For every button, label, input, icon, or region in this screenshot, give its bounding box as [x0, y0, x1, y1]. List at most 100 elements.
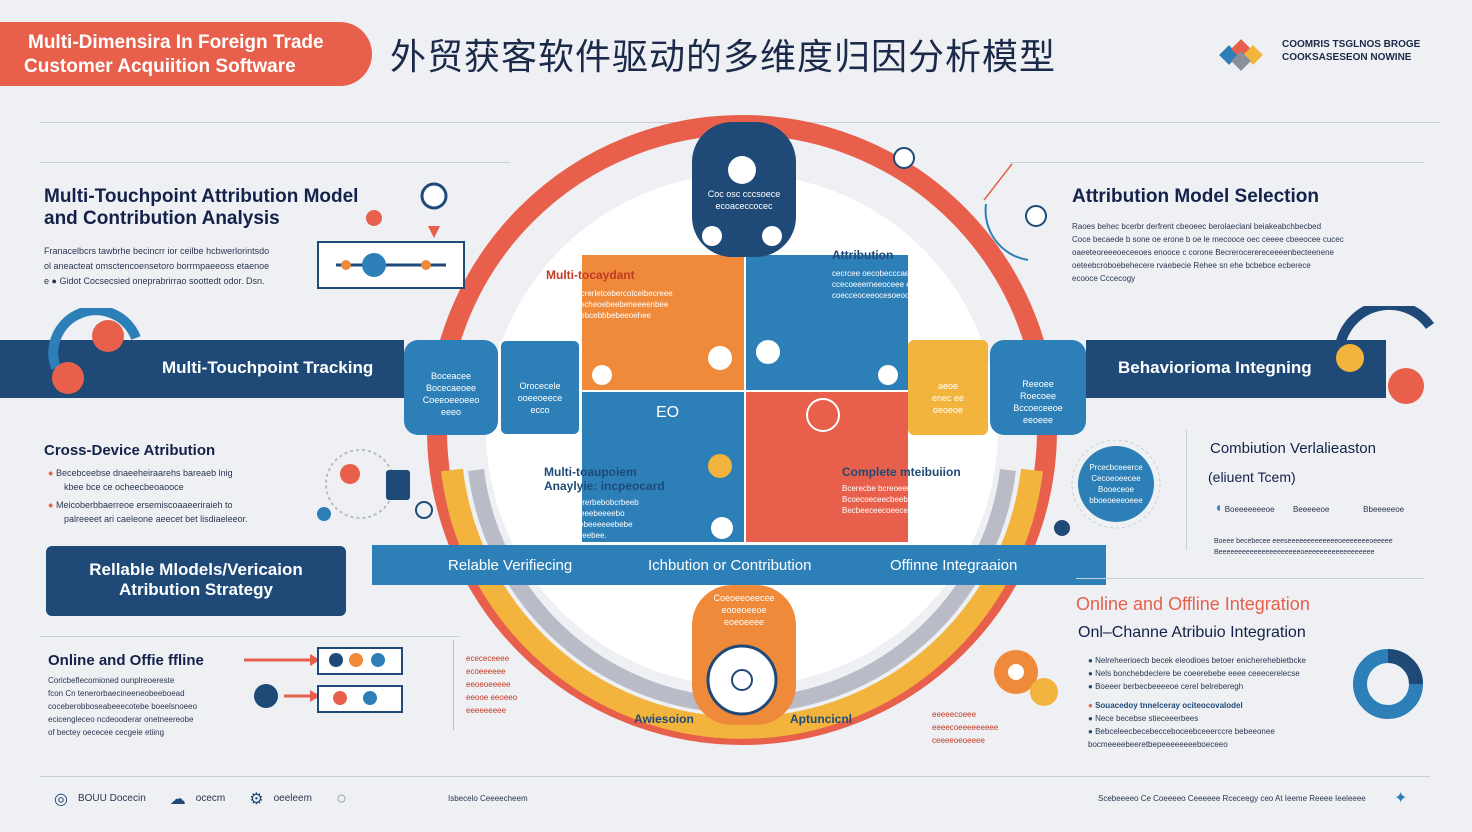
quadrant-blue-top — [746, 255, 908, 390]
q2-title: Attribution — [832, 248, 894, 262]
cross-b2-line2: palreeeet ari caeleone aeecet bet lisdia… — [64, 514, 248, 524]
bottom-left-note5: eeeeeeeee — [466, 706, 507, 715]
center-strip: Relable Verifiecing Ichbution or Contrib… — [372, 545, 1106, 585]
tracking-icon — [48, 308, 141, 394]
donut-chart-icon — [1353, 649, 1423, 719]
q-icon-1 — [592, 365, 612, 385]
title-tab-line1: Multi-Dimensira In Foreign Trade — [28, 32, 324, 53]
quadrant4-block: Complete mteibuiion Bcerecbe bcreoeeuebe… — [842, 465, 976, 516]
left-card1-line3: Coeeoeeoeeo — [422, 395, 480, 405]
online-offline-icons — [244, 640, 454, 730]
left-card1-line1: Boceacee — [430, 371, 472, 381]
comb-title: Combiution Verlalieaston — [1210, 440, 1376, 457]
left-online-title: Online and Offie ffline — [48, 652, 204, 669]
ob6: Bebceleecbecebecceboceebceeerccre bebeeo… — [1088, 727, 1275, 749]
right-card2-line1: Reeoee — [1022, 379, 1054, 389]
cross-b1-line1: Becebceebse dnaeeheiraarehs bareaeb lnig — [55, 468, 233, 478]
left-section1-text1: Franacelbcrs tawbrhe becincrr ior ceilbe… — [44, 246, 270, 256]
quadrant1-block: Multi-tocaydant Bcrerbe bcrerletcebercot… — [546, 268, 676, 321]
comb-row3: Beeeeeeeeeeeeeeeeeeeeeoeeeeeeeeeeeeeeeee… — [1214, 549, 1375, 556]
right-section1-title: Attribution Model Selection — [1072, 186, 1319, 207]
title-tab-line2: Customer Acquiition Software — [24, 56, 296, 77]
comb-col2: Beeeeeoe — [1292, 505, 1330, 514]
left-card1-line2: Bocecaeoee — [425, 383, 477, 393]
left-card2-line1: Orocecele — [519, 381, 561, 391]
left-online-text5: of bectey oececee cecgeie etiing — [48, 728, 165, 737]
bottom-card-line3: eoeoeeee — [723, 617, 765, 627]
band-right: Behaviorioma Integning — [1086, 340, 1386, 398]
footer-icon-2: ☁ — [169, 790, 186, 808]
quadrant2-block: Attribution cecrcee oecobecccaesceceeo c… — [832, 248, 952, 301]
strip-item-2: Ichbution or Contribution — [648, 557, 812, 574]
q2-text3: coecceoceeocesoeoocooeoe. — [832, 291, 938, 300]
brand-line1: COOMRIS TSGLNOS BROGE — [1282, 39, 1421, 50]
band-left-label: Multi-Touchpoint Tracking — [162, 358, 374, 377]
bottom-dial-center — [731, 669, 753, 691]
left-online-text1: Coricbeflecomioned ounplreoereste — [48, 676, 175, 685]
page-title: 外贸获客软件驱动的多维度归因分析模型 — [390, 37, 1057, 78]
strip-item-3: Offinne Integraaion — [890, 557, 1018, 574]
bubble-line3: Booeceoe — [1097, 485, 1135, 494]
right-card2-text: Reeoee Roecoee Bccoeceeoe eeoeee — [992, 378, 1084, 426]
left-section1-title: Multi-Touchpoint Attribution Model and C… — [44, 186, 358, 230]
q1-text1: Bcrerbe bcrerletcebercotcelbecreee — [546, 289, 673, 298]
q1-text3: Bebecreeebcebbbebeeoehee — [546, 311, 651, 320]
comb-row2: Boeee becebecee eeeseeeeeeeeeeeeeoeeeeee… — [1214, 538, 1393, 545]
left-card2 — [499, 339, 581, 436]
comb-subtitle: (eliuent Tcem) — [1208, 469, 1296, 485]
cross-b2-line1: Meicoberbbaerreoe ersemiscoaaeeriraieh t… — [55, 500, 233, 510]
comb-bracket-icon: ◖ — [1214, 499, 1223, 515]
bottom-right-note1: eeeeecoeee — [932, 710, 977, 719]
top-tab-icon-right — [762, 226, 782, 246]
bottom-card-line2: eooeoeeoe — [721, 605, 767, 615]
cross-device-title: Cross-Device Atribution — [44, 442, 216, 459]
top-card-line1: Coc osc cccsoece — [707, 189, 781, 199]
footer-icon-1: ◎ — [54, 790, 68, 808]
bottom-left-note3: eeoeoeeeee — [466, 680, 511, 689]
bottom-right-note2: eeeecoeeeeeeeee — [932, 723, 999, 732]
cross-b1-line2: kbee bce ce ocheecbeoaooce — [64, 482, 184, 492]
q3-title-line2: Anaylyie: incpeocard — [544, 479, 665, 493]
right-card1-line3: oeoeoe — [932, 405, 964, 415]
left-card2-line2: ooeeoeece — [517, 393, 563, 403]
right-card2 — [990, 340, 1086, 435]
comb-bubble — [1054, 440, 1161, 536]
comb-columns: ◖ Boeeeeeeeoe Beeeeeoe Bbeeeeeoe — [1214, 500, 1424, 517]
left-card1-text: Boceacee Bocecaeoee Coeeoeeoeeo eeeo — [406, 370, 496, 418]
reliable-line1: Rellable Mlodels/Vericaion — [89, 560, 303, 579]
bottom-card-line1: Coeoeeoeecee — [713, 593, 775, 603]
q3-title-line1: Multi-toaupoiem — [544, 465, 637, 479]
right-online-bullets: ● Nelreheerioecb becek eleodioes betoer … — [1088, 656, 1306, 749]
left-section1-text2: ol aneacteat omsctencoensetoro borrmpaee… — [44, 261, 270, 271]
strip-item-1: Relable Verifiecing — [448, 557, 573, 574]
reliable-line2: Atribution Strategy — [119, 580, 273, 599]
bottom-right-notes: eeeeecoeee eeeecoeeeeeeeee ceeeeoeoeeee — [932, 708, 998, 747]
footer-item2: ocecm — [195, 793, 226, 804]
right-card2-line2: Roecoee — [1019, 391, 1057, 401]
arc-label-left: Awiesoion — [634, 712, 694, 726]
left-divider-2 — [40, 636, 460, 637]
gears-icon — [994, 650, 1058, 706]
touchpoint-slider-icon — [317, 182, 465, 289]
q-icon-5 — [708, 454, 732, 478]
left-section1-title-line2: and Contribution Analysis — [44, 208, 280, 229]
right-card1-text: aeoe enec ee oeoeoe — [910, 380, 986, 416]
quadrant-coral — [746, 392, 908, 542]
comb-panel — [1186, 430, 1427, 550]
reliable-model-box: Rellable Mlodels/Vericaion Atribution St… — [46, 546, 346, 616]
q4-text1: Bcerecbe bcreoeeuebe ooceeeee — [842, 484, 963, 493]
q-icon-2 — [708, 346, 732, 370]
ob1: Nelreheerioecb becek eleodioes betoer en… — [1095, 656, 1306, 665]
right-divider-1 — [1010, 162, 1424, 163]
cross-device-bullets: ● Becebceebse dnaeeheiraarehs bareaeb ln… — [48, 466, 288, 526]
q3-text4: ueberbet beebee. — [544, 531, 607, 540]
q1-title: Multi-tocaydant — [546, 268, 635, 282]
bottom-left-note2: ecoeeeeee — [466, 667, 506, 676]
bottom-right-note3: ceeeeoeoeeee — [932, 736, 985, 745]
right-section1-text3: oaeeteoreeeoeceeoes enooce c corone Becr… — [1072, 248, 1334, 257]
top-tab-icon — [728, 156, 756, 184]
top-card-line2: ecoaceccocec — [715, 201, 773, 211]
footer-icon-3: ⚙ — [249, 790, 264, 808]
ring-dot-2 — [474, 264, 490, 280]
comb-rows: Boeee becebecee eeeseeeeeeeeeeeeeoeeeeee… — [1214, 536, 1424, 558]
